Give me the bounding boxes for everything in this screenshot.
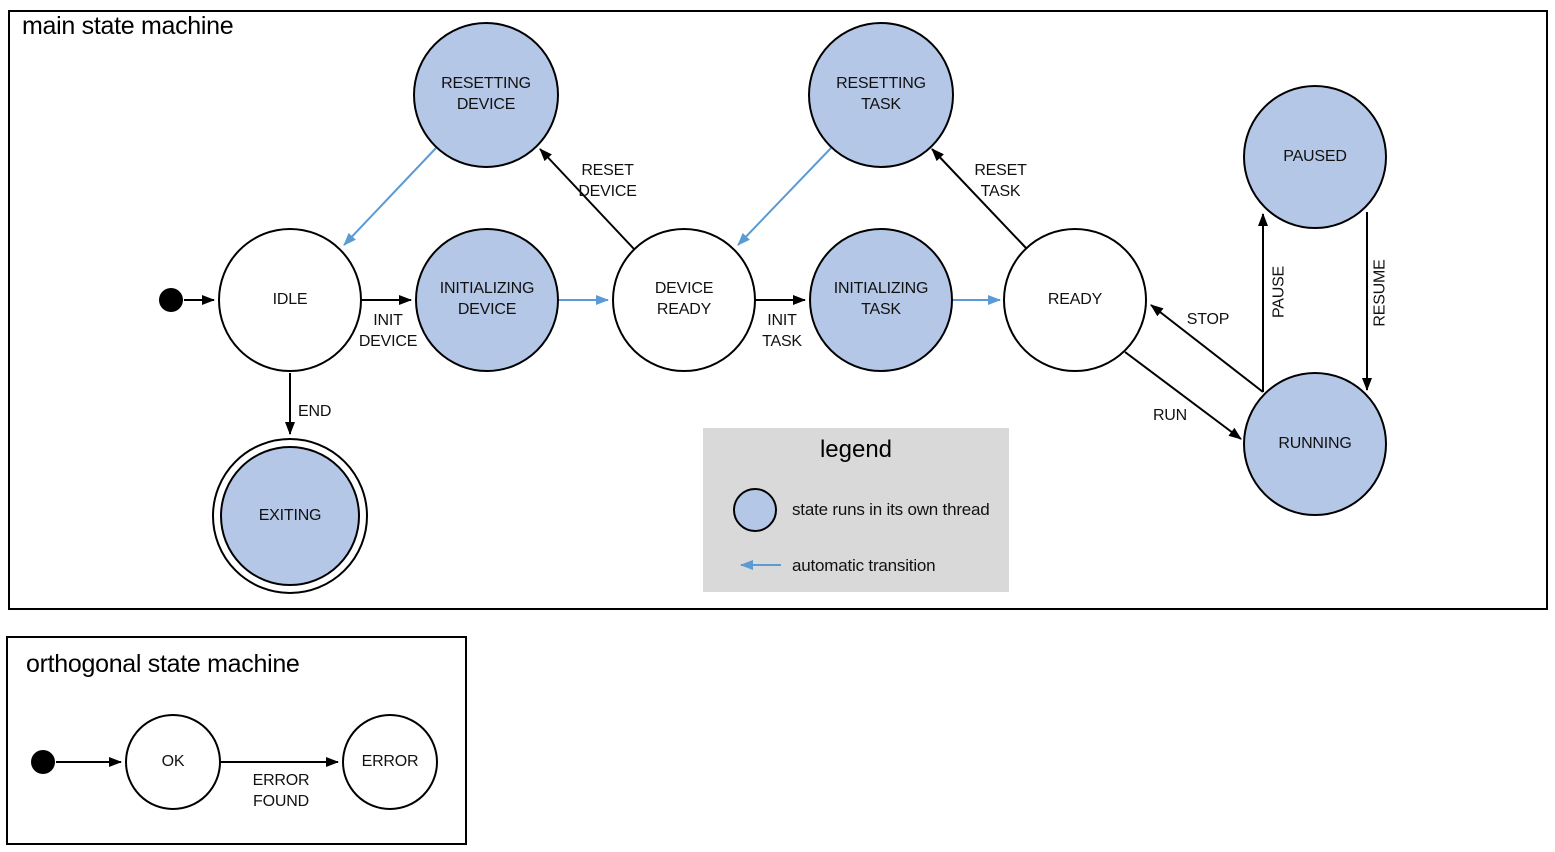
- state-initializing-device: INITIALIZING DEVICE: [415, 228, 559, 372]
- state-exiting-final-outer: EXITING: [212, 438, 368, 594]
- legend-title: legend: [819, 436, 893, 463]
- state-running-label: RUNNING: [1278, 434, 1352, 452]
- transition-label-init-device: INIT DEVICE: [358, 312, 418, 350]
- main-state-machine-title: main state machine: [22, 12, 234, 40]
- thread-state-swatch-icon: [733, 488, 777, 532]
- transition-label-reset-task: RESET TASK: [974, 162, 1027, 200]
- state-resetting-device-label: RESETTING DEVICE: [441, 75, 531, 113]
- transition-label-init-task: INIT TASK: [762, 312, 802, 350]
- state-ready: READY: [1003, 228, 1147, 372]
- state-exiting: EXITING: [220, 446, 360, 586]
- state-device-ready-label: DEVICE READY: [654, 280, 714, 318]
- state-idle-label: IDLE: [272, 290, 308, 308]
- transition-label-run: RUN: [1152, 407, 1188, 424]
- initial-state-dot-main: [159, 288, 183, 312]
- orthogonal-state-machine-title: orthogonal state machine: [26, 650, 300, 678]
- state-resetting-task: RESETTING TASK: [808, 22, 954, 168]
- transition-label-pause: PAUSE: [1270, 265, 1288, 319]
- transition-label-end: END: [298, 403, 332, 420]
- state-device-ready: DEVICE READY: [612, 228, 756, 372]
- state-running: RUNNING: [1243, 372, 1387, 516]
- state-ok-label: OK: [161, 752, 185, 770]
- legend-thread-label: state runs in its own thread: [792, 500, 990, 519]
- transition-label-error-found: ERROR FOUND: [252, 772, 310, 810]
- automatic-transition-arrow-icon: [740, 560, 781, 570]
- state-resetting-device: RESETTING DEVICE: [413, 22, 559, 168]
- initial-state-dot-orthogonal: [31, 750, 55, 774]
- state-initializing-device-label: INITIALIZING DEVICE: [439, 280, 535, 318]
- state-error-label: ERROR: [361, 752, 419, 770]
- legend-box: legend state runs in its own thread auto…: [703, 428, 1009, 592]
- state-error: ERROR: [342, 714, 438, 810]
- state-idle: IDLE: [218, 228, 362, 372]
- state-initializing-task: INITIALIZING TASK: [809, 228, 953, 372]
- state-initializing-task-label: INITIALIZING TASK: [833, 280, 929, 318]
- transition-label-reset-device: RESET DEVICE: [578, 162, 637, 200]
- state-exiting-label: EXITING: [258, 507, 322, 524]
- state-paused: PAUSED: [1243, 85, 1387, 229]
- state-ok: OK: [125, 714, 221, 810]
- state-paused-label: PAUSED: [1283, 147, 1347, 165]
- transition-label-stop: STOP: [1186, 311, 1230, 328]
- legend-auto-label: automatic transition: [792, 556, 936, 575]
- state-resetting-task-label: RESETTING TASK: [836, 75, 926, 113]
- state-ready-label: READY: [1047, 290, 1103, 308]
- transition-label-resume: RESUME: [1371, 259, 1389, 327]
